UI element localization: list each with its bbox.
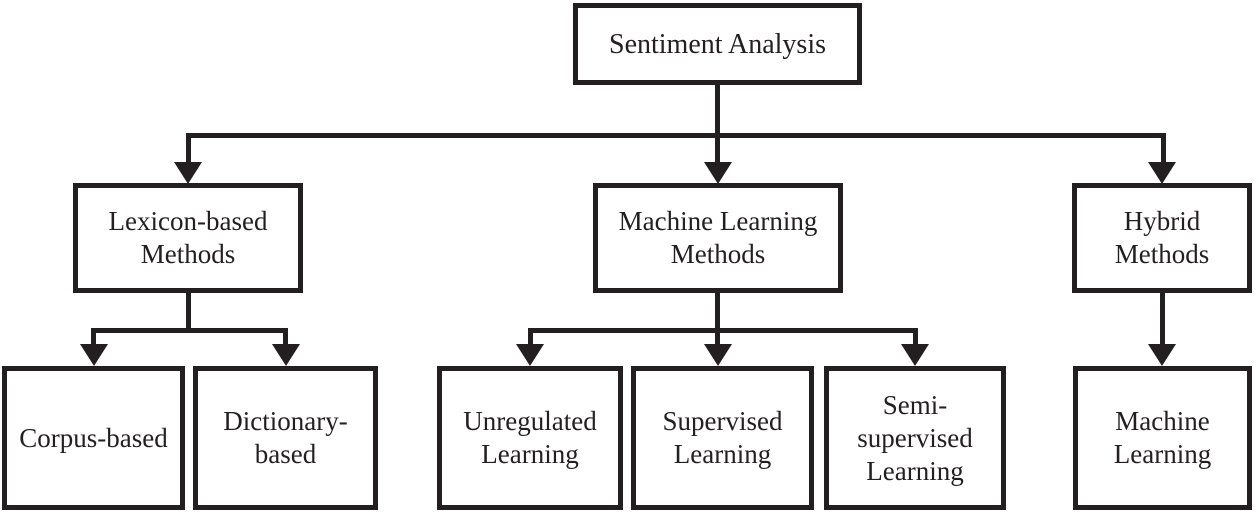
connector-level1-horizontal-bus bbox=[186, 133, 1166, 138]
connector-drop-hybrid bbox=[1161, 133, 1166, 164]
connector-drop-lexicon bbox=[186, 133, 191, 164]
connector-lexicon-vertical bbox=[186, 293, 191, 333]
arrow-down-icon bbox=[516, 344, 544, 366]
connector-lexicon-horizontal-bus bbox=[91, 328, 288, 333]
node-lexicon-based-methods: Lexicon-based Methods bbox=[73, 183, 303, 293]
arrow-down-icon bbox=[901, 344, 929, 366]
connector-drop-dictionary bbox=[283, 328, 288, 346]
connector-drop-corpus bbox=[91, 328, 96, 346]
arrow-down-icon bbox=[704, 162, 732, 184]
node-sentiment-analysis: Sentiment Analysis bbox=[573, 3, 862, 85]
node-machine-learning-methods: Machine Learning Methods bbox=[593, 183, 843, 293]
connector-drop-semi-supervised bbox=[913, 328, 918, 346]
node-hybrid-methods: Hybrid Methods bbox=[1072, 183, 1252, 293]
connector-ml-horizontal-bus bbox=[528, 328, 918, 333]
node-supervised-learning: Supervised Learning bbox=[631, 366, 814, 510]
node-dictionary-based: Dictionary- based bbox=[193, 366, 378, 510]
connector-drop-unregulated bbox=[528, 328, 533, 346]
arrow-down-icon bbox=[272, 344, 300, 366]
arrow-down-icon bbox=[80, 344, 108, 366]
arrow-down-icon bbox=[704, 344, 732, 366]
arrow-down-icon bbox=[1148, 344, 1176, 366]
connector-ml-vertical bbox=[715, 293, 720, 346]
node-unregulated-learning: Unregulated Learning bbox=[437, 366, 623, 510]
arrow-down-icon bbox=[174, 162, 202, 184]
node-machine-learning: Machine Learning bbox=[1073, 366, 1252, 510]
node-semi-supervised-learning: Semi- supervised Learning bbox=[824, 366, 1006, 510]
connector-root-vertical bbox=[715, 85, 720, 163]
arrow-down-icon bbox=[1148, 162, 1176, 184]
connector-hybrid-vertical bbox=[1160, 293, 1165, 346]
node-corpus-based: Corpus-based bbox=[2, 366, 185, 510]
